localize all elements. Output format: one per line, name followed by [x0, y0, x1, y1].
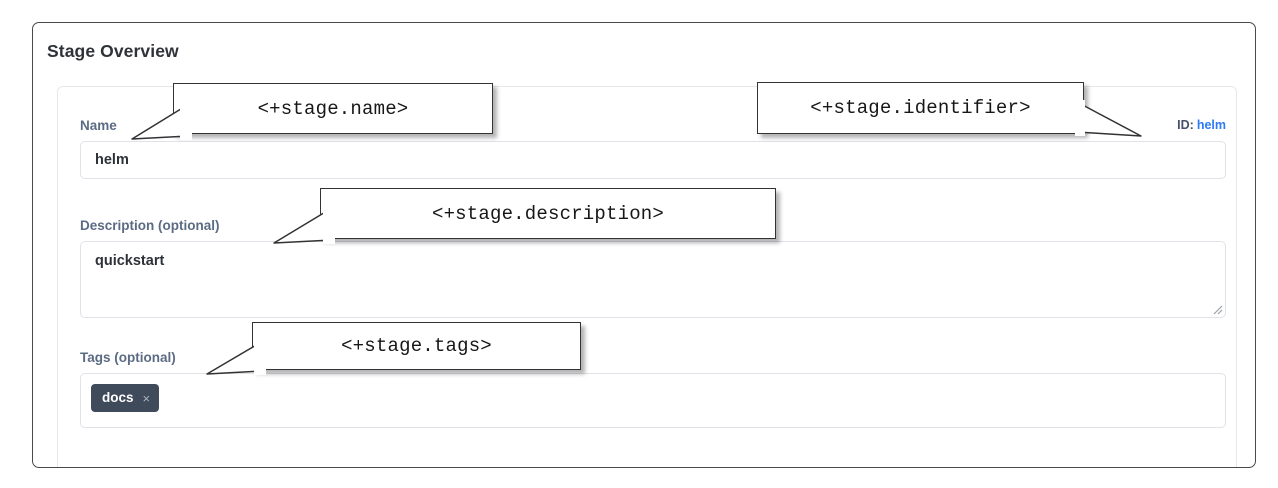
callout-stage-identifier: <+stage.identifier> — [757, 82, 1084, 134]
name-field-group: Name ID:helm — [80, 117, 1226, 179]
stage-id-value[interactable]: helm — [1196, 118, 1226, 132]
name-label: Name — [80, 118, 117, 133]
remove-tag-icon[interactable]: × — [142, 390, 151, 406]
tag-chip[interactable]: docs × — [91, 384, 160, 412]
tags-field-group: Tags (optional) docs × — [80, 349, 1226, 428]
callout-stage-description: <+stage.description> — [320, 188, 776, 239]
page-title: Stage Overview — [47, 41, 179, 61]
description-textarea[interactable] — [80, 241, 1226, 318]
tags-label: Tags (optional) — [80, 350, 176, 365]
stage-id-prefix: ID: — [1177, 118, 1194, 132]
description-label: Description (optional) — [80, 218, 220, 233]
name-input[interactable] — [80, 141, 1226, 179]
stage-overview-panel: Name ID:helm Description (optional) Tag — [57, 86, 1237, 467]
tag-chip-label: docs — [102, 390, 134, 405]
description-textarea-wrapper — [80, 241, 1226, 318]
callout-stage-name: <+stage.name> — [173, 83, 493, 134]
stage-id-readout: ID:helm — [1177, 117, 1226, 133]
tags-input[interactable]: docs × — [80, 373, 1226, 428]
description-field-group: Description (optional) — [80, 217, 1226, 318]
callout-stage-tags: <+stage.tags> — [252, 322, 581, 370]
